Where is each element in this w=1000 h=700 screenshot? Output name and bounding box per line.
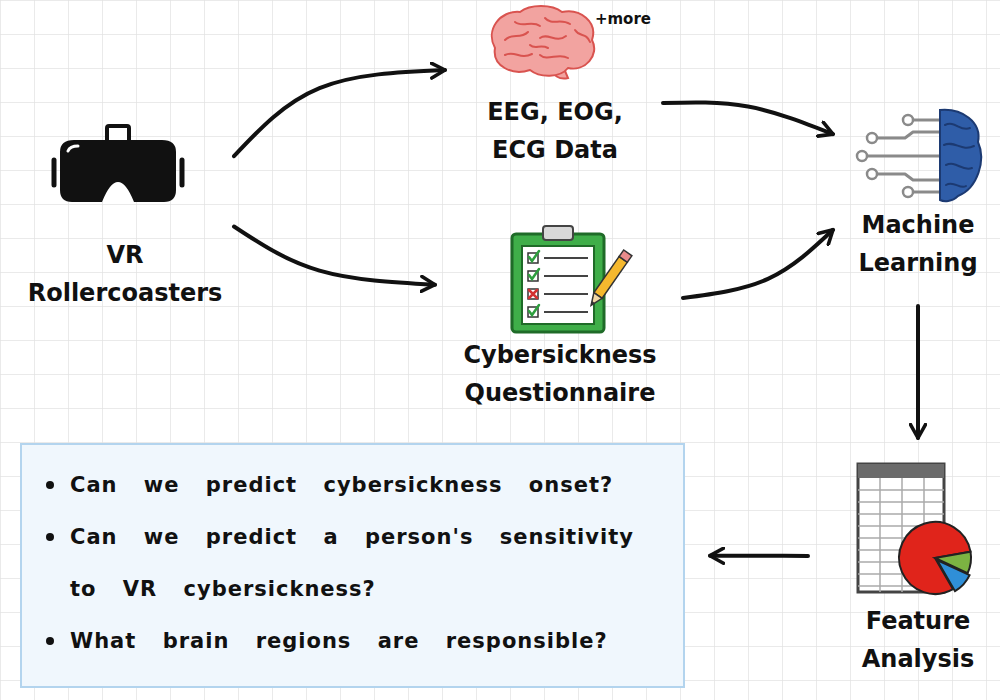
checkbox [528,289,538,299]
pencil-tip [587,293,602,309]
brain-fold [515,22,540,26]
clipboard-board [512,234,604,332]
node-label: EEG, EOG, ECG Data [470,93,640,169]
brain-folds [505,18,590,58]
clipboard-paper [522,246,594,324]
brain-fold [946,184,966,187]
headset-side [52,160,57,185]
flow-arrow [234,227,435,285]
questions-box: Can we predict cybersickness onset?Can w… [20,443,685,688]
half-brain-folds [944,124,974,187]
headset-body [60,140,176,202]
feature-analysis-node: Feature Analysis [843,460,993,678]
vr-headset-icon [54,126,182,202]
brain-fold [945,124,970,129]
brain-fold [575,30,590,42]
flow-arrow [916,306,920,438]
brain-icon [492,6,594,79]
headset-strap [107,126,129,142]
node-label: VR Rollercoasters [20,236,230,312]
pencil-eraser [619,250,632,262]
pie-slice [899,522,970,594]
check-mark [529,251,539,261]
circuit-node [903,115,913,125]
feature-analysis-icon [858,464,971,594]
node-label: Cybersickness Questionnaire [445,336,675,412]
half-brain [940,110,981,201]
spreadsheet-header [858,464,944,478]
brain-fold [946,164,972,169]
pencil [587,250,632,308]
flow-arrow [234,70,445,156]
pencil-lead [590,301,595,306]
circuit-node [903,187,913,197]
circuit-lines [867,120,940,192]
circuit-line [877,132,940,138]
headset-side [180,160,185,185]
circuit-node [867,169,877,179]
brain-outline [492,6,594,76]
pie-slice [937,560,970,591]
vr-source-node: VR Rollercoasters [20,122,230,312]
clipboard-icon [512,226,632,332]
machine-learning-icon [857,110,981,201]
check-mark [529,269,539,279]
machine-learning-node: Machine Learning [843,108,993,282]
cross-mark [529,290,537,298]
check-mark [529,305,539,315]
brain-fold [944,144,974,148]
clipboard-clip [543,226,573,240]
brain-fold [505,32,528,40]
node-label: Feature Analysis [843,602,993,678]
flow-arrow [663,102,833,134]
circuit-node [857,151,867,161]
flow-arrow [710,554,808,558]
flow-arrow [683,230,833,298]
more-note: +more [455,8,655,30]
node-label: Machine Learning [843,206,993,282]
question-bullet: What brain regions are responsible? [36,615,673,667]
question-bullet: Can we predict a person's sensitivity to… [36,511,673,615]
brain-fold [505,54,532,56]
circuit-node [867,133,877,143]
circuit-line [877,174,940,180]
form-lines [544,258,588,312]
brain-fold [545,18,570,24]
pencil-body [594,257,627,299]
questionnaire-node: Cybersickness Questionnaire [445,222,675,412]
circuit-line [913,191,940,194]
signal-data-node: +moreEEG, EOG, ECG Data [455,4,655,169]
question-bullet: Can we predict cybersickness onset? [36,459,673,511]
headset-shine [68,146,78,151]
circuit-nodes [857,115,913,197]
circuit-line [867,155,940,158]
brain-fold [530,45,548,48]
brain-fold [540,36,566,39]
circuit-line [913,119,940,122]
brain-fold [540,55,568,58]
